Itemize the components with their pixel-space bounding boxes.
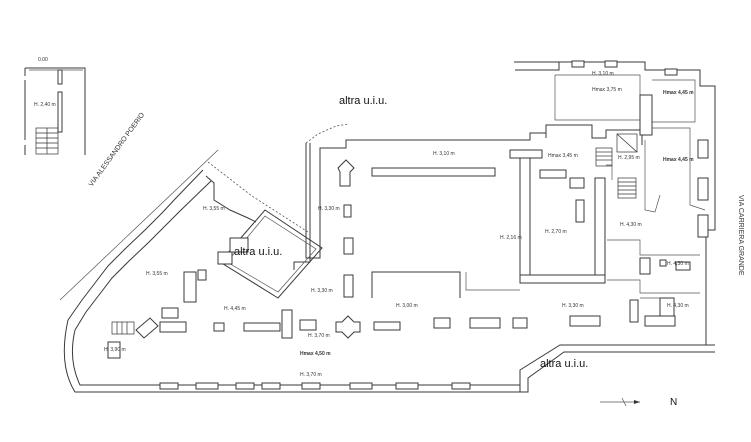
altra-uiu-top-label: altra u.i.u.: [339, 95, 388, 107]
inset-plan: [24, 67, 86, 155]
room-height-label: H. 2,95 m: [618, 155, 640, 161]
top-right-rooms: [554, 60, 709, 238]
street-label-via-carriera-grande: VIA CARRIERA GRANDE: [737, 195, 744, 276]
room-height-label: H. 4,30 m: [667, 261, 689, 267]
lower-piers: [107, 309, 676, 390]
left-wing: [111, 237, 249, 339]
room-height-label: H. 2,16 m: [500, 235, 522, 241]
inset-level-label: 0.00: [38, 57, 48, 63]
room-height-label: Hmax 3,75 m: [592, 87, 622, 93]
room-height-label: H. 3,90 m: [104, 347, 126, 353]
room-height-label: H. 3,70 m: [308, 333, 330, 339]
room-height-label: H. 3,55 m: [146, 271, 168, 277]
room-height-label: H. 3,70 m: [300, 372, 322, 378]
altra-uiu-bottom-label: altra u.i.u.: [540, 358, 589, 370]
inset-height-label: H. 2,40 m: [34, 102, 56, 108]
room-height-label: H. 3,30 m: [318, 206, 340, 212]
room-height-label: Hmax 4,50 m: [300, 351, 331, 357]
room-height-label: H. 3,30 m: [562, 303, 584, 309]
room-height-label: H. 3,10 m: [433, 151, 455, 157]
room-height-label: H. 3,10 m: [592, 71, 614, 77]
room-height-label: Hmax 3,45 m: [548, 153, 578, 159]
room-height-label: H. 3,00 m: [396, 303, 418, 309]
main-outline: [63, 61, 716, 393]
street-edge-left: [59, 149, 219, 301]
room-height-label: H. 2,70 m: [545, 229, 567, 235]
central-hall: [337, 149, 700, 323]
room-height-label: Hmax 4,45 m: [663, 90, 694, 96]
room-height-label: H. 4,45 m: [224, 306, 246, 312]
altra-uiu-mid-label: altra u.i.u.: [234, 246, 283, 258]
room-height-label: H. 4,30 m: [667, 303, 689, 309]
room-height-label: H. 3,30 m: [311, 288, 333, 294]
room-height-label: H. 4,30 m: [620, 222, 642, 228]
dashed-boundary-top: [305, 123, 350, 144]
room-height-label: Hmax 4,45 m: [663, 157, 694, 163]
dashed-boundary-diagonal: [207, 161, 309, 233]
room-height-label: H. 3,55 m: [203, 206, 225, 212]
north-label: N: [670, 397, 678, 408]
north-arrow-icon: [600, 397, 640, 407]
